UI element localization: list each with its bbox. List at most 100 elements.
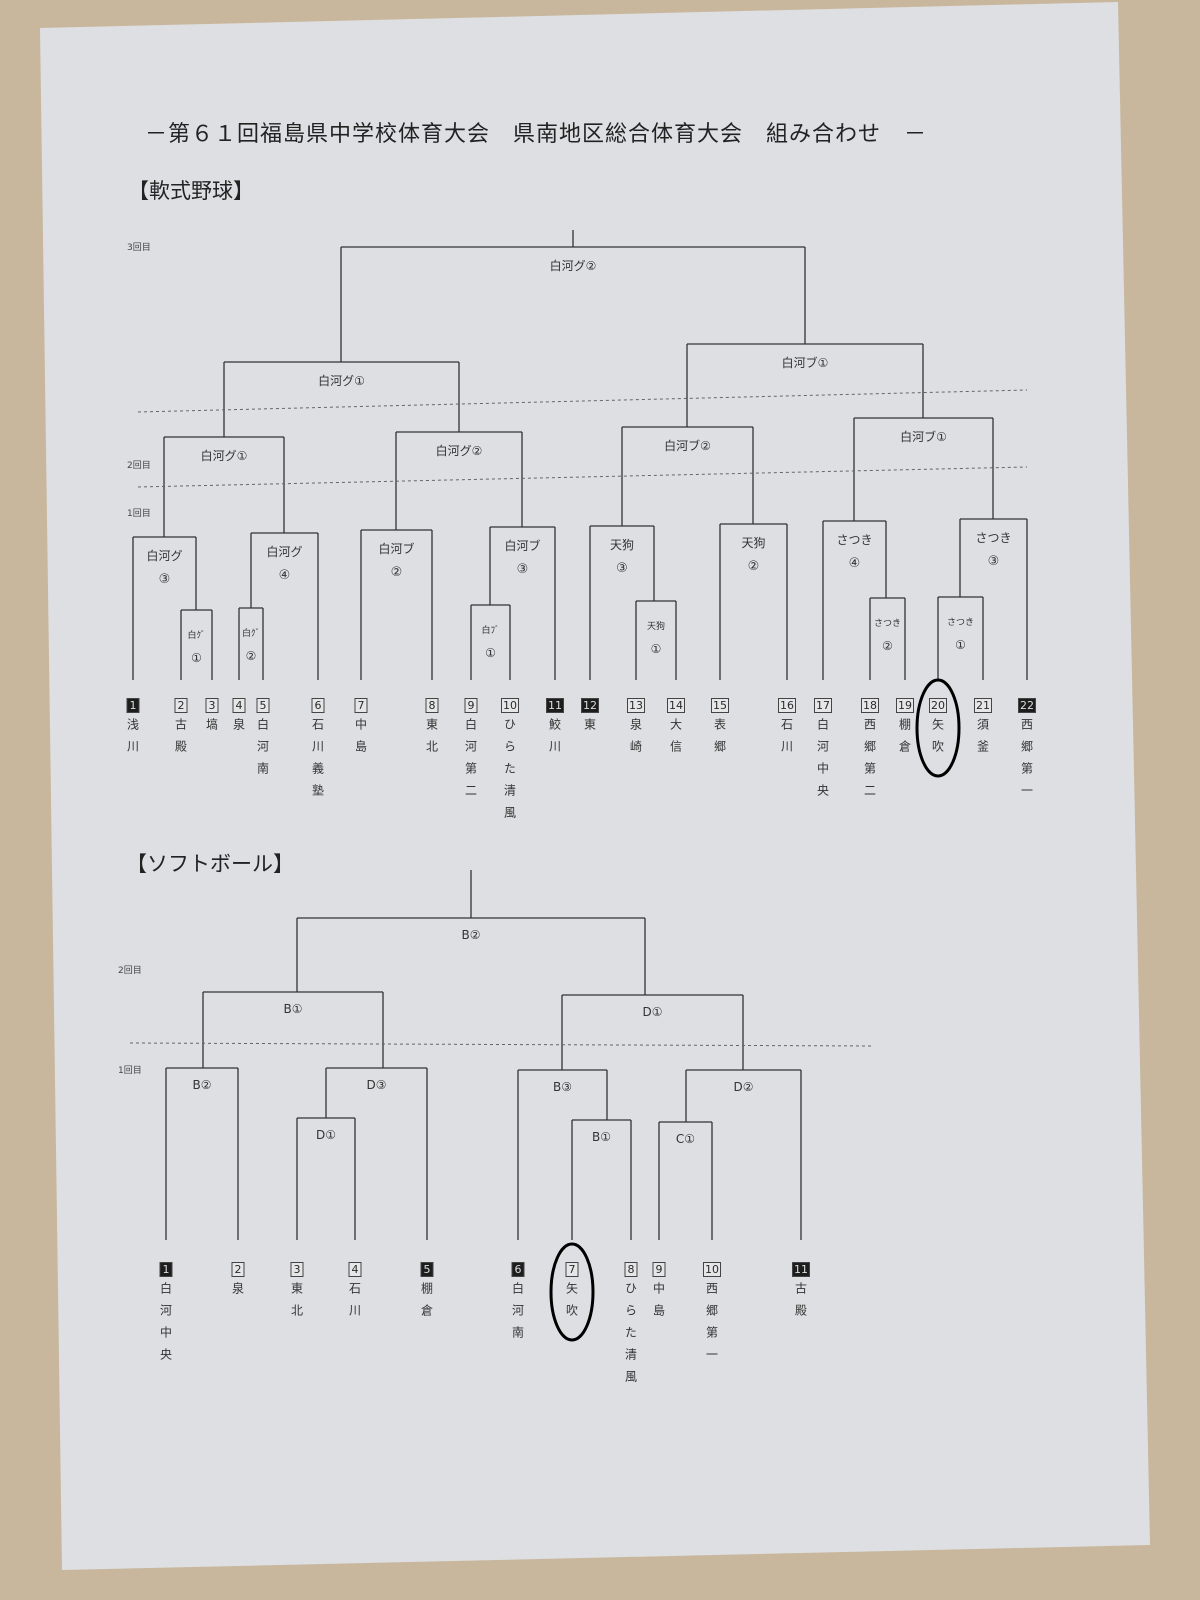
baseball-team-number: 13 — [627, 698, 645, 713]
baseball-team-number: 8 — [425, 698, 439, 713]
match-seed: ② — [747, 559, 760, 574]
baseball-team-name: 大信 — [668, 718, 683, 762]
softball-team-name: 白河中央 — [158, 1282, 173, 1370]
softball-team-name: 棚倉 — [419, 1282, 434, 1326]
baseball-match-label: 白河グ① — [318, 372, 365, 389]
baseball-team-number: 12 — [581, 698, 599, 713]
document-title: －第６１回福島県中学校体育大会 県南地区総合体育大会 組み合わせ － — [145, 122, 928, 147]
softball-team-number: 4 — [348, 1262, 362, 1277]
softball-match-label: D① — [316, 1128, 336, 1142]
match-name: 白ﾌﾞ — [481, 626, 500, 636]
baseball-team-number: 15 — [711, 698, 729, 713]
baseball-team-name: 塙 — [204, 718, 219, 740]
match-seed: ① — [650, 642, 662, 656]
baseball-team-number: 16 — [778, 698, 796, 713]
baseball-match-label: 白河ブ② — [664, 437, 711, 454]
match-name: 白河グ② — [549, 259, 597, 273]
round-divider — [129, 1042, 874, 1047]
softball-team-name: 石川 — [347, 1282, 362, 1326]
softball-match-label: B① — [592, 1130, 611, 1144]
baseball-team-number: 2 — [174, 698, 188, 713]
match-name: D③ — [366, 1078, 387, 1092]
softball-team-number: 5 — [420, 1262, 434, 1277]
baseball-highlight-circle — [915, 678, 961, 778]
match-name: さつき — [975, 531, 1012, 545]
match-name: 天狗 — [646, 622, 666, 632]
round-divider — [137, 466, 1028, 488]
baseball-match-label: 白ｸﾞ ② — [242, 626, 260, 663]
baseball-team-name: 須釜 — [975, 718, 990, 762]
softball-team-number: 9 — [652, 1262, 666, 1277]
match-seed: ② — [390, 565, 403, 580]
baseball-match-label: 白河グ② — [436, 442, 483, 459]
match-name: 白河ブ② — [664, 439, 711, 453]
softball-match-label: D② — [734, 1080, 754, 1094]
baseball-team-name: 石川義塾 — [310, 718, 325, 806]
softball-match-label: B② — [193, 1078, 212, 1092]
baseball-team-name: 鮫川 — [547, 718, 562, 762]
softball-match-label: D① — [643, 1005, 663, 1019]
match-seed: ④ — [278, 568, 291, 583]
baseball-team-number: 22 — [1018, 698, 1036, 713]
baseball-team-name: 東北 — [424, 718, 439, 762]
baseball-team-number: 11 — [546, 698, 564, 713]
baseball-team-name: 東 — [582, 718, 597, 740]
match-name: 白河ブ — [378, 542, 415, 556]
baseball-team-number: 1 — [126, 698, 140, 713]
baseball-match-label: 白河ブ① — [782, 354, 829, 371]
match-name: C① — [675, 1132, 696, 1146]
baseball-team-number: 19 — [896, 698, 914, 713]
baseball-team-name: 棚倉 — [897, 718, 912, 762]
baseball-team-number: 21 — [974, 698, 992, 713]
softball-team-name: 中島 — [651, 1282, 666, 1326]
baseball-team-number: 20 — [929, 698, 947, 713]
match-seed: ① — [485, 646, 496, 660]
softball-team-name: ひらた清風 — [623, 1282, 638, 1392]
match-name: 白ｸﾞ — [241, 629, 261, 639]
baseball-match-label: 白河ブ① — [900, 428, 947, 445]
match-seed: ① — [191, 651, 202, 665]
match-name: B① — [283, 1002, 303, 1016]
baseball-match-label: 白河グ① — [201, 447, 248, 464]
softball-team-number: 11 — [792, 1262, 810, 1277]
match-seed: ③ — [987, 554, 1000, 569]
baseball-team-number: 9 — [464, 698, 478, 713]
baseball-team-name: 西郷第二 — [862, 718, 877, 806]
match-name: さつき — [873, 619, 902, 629]
softball-match-label: B③ — [553, 1080, 572, 1094]
round-label: 1回目 — [127, 509, 151, 519]
match-seed: ③ — [616, 561, 628, 576]
baseball-team-name: 白河南 — [255, 718, 270, 784]
match-name: 白河ブ① — [781, 356, 829, 370]
softball-team-name: 西郷第一 — [704, 1282, 719, 1370]
baseball-team-number: 7 — [354, 698, 368, 713]
baseball-team-name: 泉 — [231, 718, 246, 740]
match-name: 白河グ — [146, 549, 183, 563]
softball-team-name: 白河南 — [510, 1282, 525, 1348]
round-label: 2回目 — [127, 461, 151, 471]
match-name: 白河グ① — [318, 374, 365, 388]
baseball-team-name: 白河中央 — [815, 718, 830, 806]
match-name: 白河グ — [266, 545, 303, 559]
baseball-match-label: 白河ブ ② — [378, 540, 414, 580]
softball-team-number: 3 — [290, 1262, 304, 1277]
softball-team-number: 6 — [511, 1262, 525, 1277]
softball-team-number: 1 — [159, 1262, 173, 1277]
match-seed: ④ — [848, 556, 861, 571]
baseball-team-name: 浅川 — [125, 718, 140, 762]
baseball-match-label: 白河グ② — [550, 257, 597, 274]
match-name: B① — [592, 1130, 611, 1144]
baseball-team-name: 石川 — [779, 718, 794, 762]
match-name: 白ｸﾞ — [187, 631, 206, 641]
softball-match-label: D③ — [367, 1078, 387, 1092]
match-name: 白河ブ① — [900, 430, 947, 444]
match-seed: ② — [245, 649, 257, 663]
baseball-team-name: 泉崎 — [628, 718, 643, 762]
softball-team-number: 7 — [565, 1262, 579, 1277]
match-name: 白河グ② — [435, 444, 483, 458]
